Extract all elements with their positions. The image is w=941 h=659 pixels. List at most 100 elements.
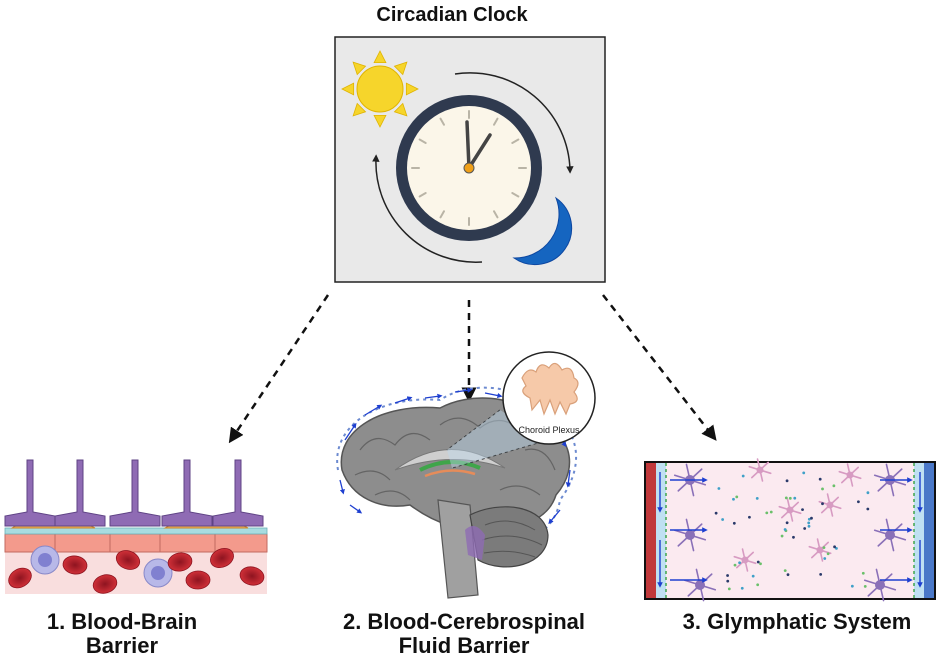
solute-dot [832,484,836,488]
solute-dot [866,491,870,495]
red-blood-cell-icon [239,566,265,586]
sun-ray [393,102,408,117]
solute-dot [823,557,827,560]
solute-dot [801,508,804,512]
neuron-icon [673,518,707,552]
solute-dot [780,534,784,538]
solute-dot [793,496,797,500]
solute-dot [735,495,739,499]
sun-icon [341,50,419,128]
neuron-icon [838,463,862,487]
solute-dot [741,474,745,478]
panel-label-1-line1: 1. Blood-Brain [47,609,197,634]
csf-flow-arrow [339,479,345,495]
solute-dot [748,515,751,519]
clock-icon [396,95,542,241]
solute-dot [738,561,741,565]
solute-dot [810,516,813,520]
solute-dot [861,571,865,575]
solute-dot [759,562,762,566]
csf-flow-arrow [454,387,473,393]
choroid-plexus-inset: Choroid Plexus [502,351,596,445]
solute-dot [783,569,787,573]
solute-dot [732,521,736,525]
astrocyte-endfoot [4,459,56,527]
solute-dot [866,507,870,511]
neuron-icon [808,538,832,562]
clock-tick [418,138,427,144]
solute-dot [807,524,811,528]
clock-tick [511,138,520,144]
solute-dot [756,560,760,564]
red-blood-cell-icon [185,570,211,590]
solute-dot [769,510,773,514]
csf-flow-arrow [394,396,413,404]
red-blood-cell-icon [115,550,141,570]
solute-dot [726,574,729,577]
clock-tick [493,117,499,126]
sun-ray [373,114,387,128]
solute-dot [721,518,725,521]
bbb-illustration [4,459,268,594]
solute-dot [807,521,811,525]
red-blood-cell-icon [62,555,88,575]
solute-dot [785,479,789,483]
solute-dot [751,574,755,578]
sun-ray [352,61,367,76]
sun-ray [393,61,408,76]
solute-dot [802,471,806,475]
solute-dot [819,572,823,576]
neuron-icon [733,548,757,572]
solute-dot [726,579,730,583]
astrocyte-endfoot [161,459,213,527]
rotation-arrow-top [454,72,574,174]
neuron-icon [778,498,802,522]
neuron-icon [873,518,907,552]
red-blood-cell-icon [92,574,118,594]
solute-dot [765,511,769,515]
solute-dot [826,552,830,556]
rotation-arrow-bottom [372,154,483,263]
red-blood-cell-icon [167,552,193,572]
circadian-clock-panel [334,36,606,283]
sun-ray [352,102,367,117]
solute-dot [857,500,860,504]
solute-dot [821,487,824,491]
solute-dot [788,496,792,500]
arrow-to-bbb [228,294,330,444]
choroid-plexus-label: Choroid Plexus [518,425,580,435]
solute-dot [733,563,737,567]
solute-dot [783,528,787,531]
astrocyte-endfoot [212,459,264,527]
solute-dot [850,584,854,588]
astrocyte-endfoot [109,459,161,527]
csf-flow-arrow [364,404,383,416]
csf-flow-arrow [424,393,443,399]
solute-dot [833,545,836,549]
brain-illustration [336,386,577,599]
csf-flow-arrow [349,504,363,514]
neuron-icon [748,458,772,482]
sun-ray [341,82,355,96]
vein [924,463,934,598]
solute-dot [863,584,867,588]
neuron-icon [673,463,707,497]
solute-dot [785,521,789,525]
solute-dot [717,487,721,490]
panel-label-2-line2: Fluid Barrier [399,633,530,658]
solute-dot [792,535,795,539]
arrow-to-glymphatic [602,294,717,441]
solute-dot [727,587,731,591]
glymphatic-illustration [644,458,936,602]
panel-label-3-line1: 3. Glymphatic System [683,609,912,634]
sun-ray [405,82,419,96]
red-blood-cell-icon [8,567,32,589]
solute-dot [714,511,718,515]
artery [646,463,656,598]
solute-dot [807,517,811,521]
solute-dot [803,527,807,530]
solute-dot [821,502,824,506]
panel-label-1-line2: Barrier [86,633,159,658]
solute-dot [732,497,735,501]
